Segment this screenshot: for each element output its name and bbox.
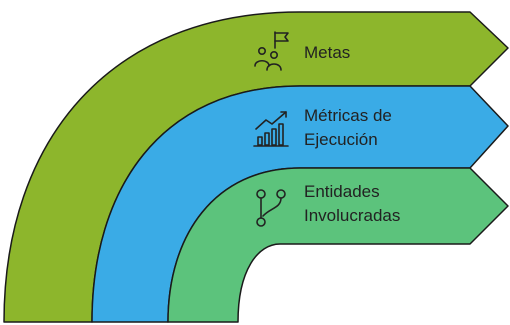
band-entidades: Entidades Involucradas [167,167,509,323]
growth-bar-chart-icon [253,111,289,147]
branch-connection-icon [256,189,286,227]
label-metas-line-1: Metas [304,43,350,62]
label-metas: Metas [304,43,350,62]
label-metricas-line-1: Métricas de [304,106,392,125]
label-entidades-line-1: Entidades [304,182,380,201]
label-metricas-line-2: Ejecución [304,130,378,149]
label-metricas: Métricas de Ejecución [304,106,397,149]
band-entidades-shape [167,167,509,323]
label-entidades-line-2: Involucradas [304,206,400,225]
team-goal-flag-icon [254,31,289,71]
label-entidades: Entidades Involucradas [304,182,400,225]
